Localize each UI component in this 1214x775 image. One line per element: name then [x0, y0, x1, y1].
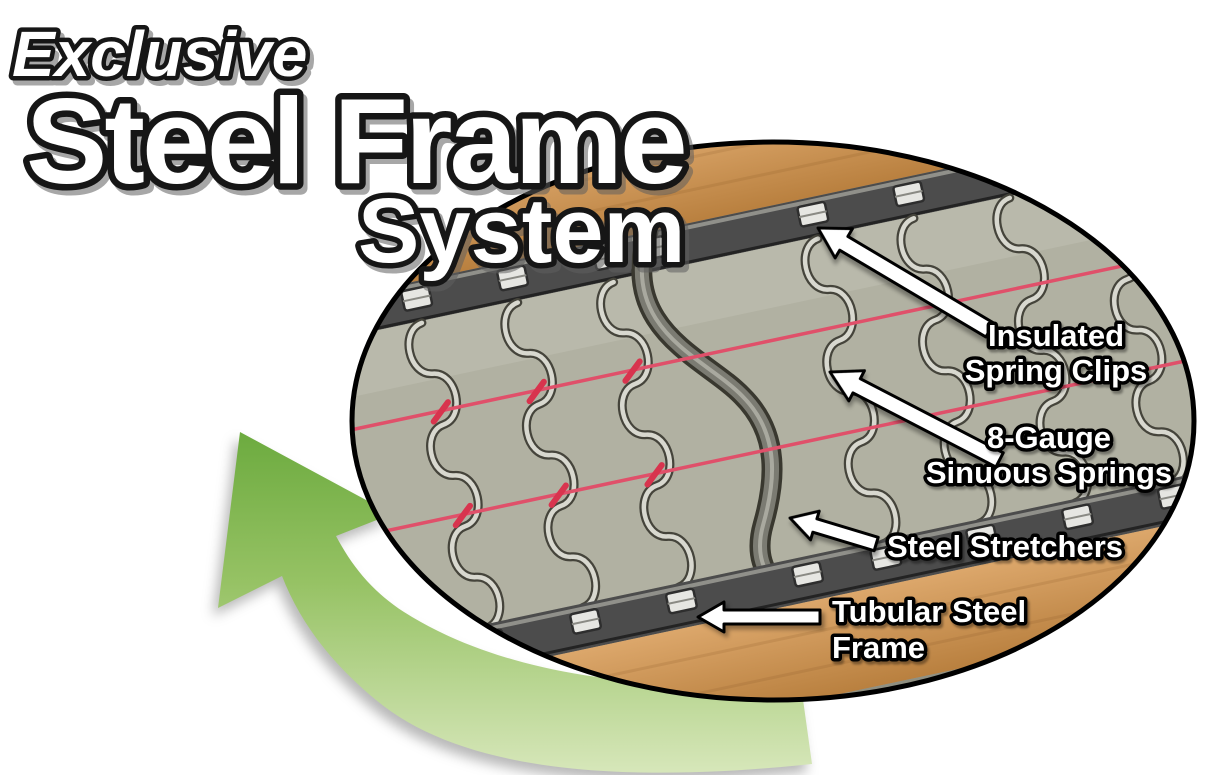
spring-clip-icon — [891, 179, 926, 208]
red-wire-tie — [452, 502, 474, 529]
spring-deck — [352, 142, 1194, 693]
photo-oval-border — [349, 139, 1197, 703]
spring-clip-icon — [1060, 502, 1095, 531]
spring-clips-pointer-arrow-icon — [816, 226, 996, 339]
spring-clip-icon — [399, 284, 434, 313]
callout-labels: Insulated Spring Clips 8-Gauge Sinuous S… — [829, 315, 1176, 669]
spring-clip-icon — [795, 200, 830, 229]
red-wire-tie — [526, 378, 547, 405]
tubular-frame-pointer-arrow-icon — [696, 600, 822, 634]
label-sinuous-springs-line2: Sinuous Springs — [926, 455, 1172, 490]
sinuous-springs-pointer-arrow-icon — [828, 369, 1005, 469]
label-tubular-steel-frame-line2: Frame — [832, 630, 925, 665]
red-wire-tie — [430, 399, 451, 425]
spring-clip-icon — [664, 587, 699, 615]
red-wire-tie — [644, 462, 665, 488]
headline-steel-frame: Steel Frame — [26, 73, 685, 209]
spring-clip-icon — [790, 560, 825, 589]
headline-system: System — [358, 180, 685, 282]
headline-exclusive: Exclusive — [12, 18, 307, 90]
spring-clip-icon — [568, 607, 603, 636]
headline: Exclusive Steel Frame System — [8, 14, 695, 288]
label-sinuous-springs-line1: 8-Gauge — [987, 420, 1111, 455]
label-steel-stretchers: Steel Stretchers — [887, 529, 1123, 564]
spring-clip-icon — [1083, 142, 1118, 168]
red-wire-tie — [548, 482, 569, 508]
red-wire-tie — [622, 358, 643, 384]
callout-arrows — [696, 226, 1005, 634]
label-insulated-spring-clips-line1: Insulated — [988, 318, 1124, 353]
label-insulated-spring-clips-line2: Spring Clips — [965, 353, 1148, 388]
label-tubular-steel-frame-line1: Tubular Steel — [832, 594, 1026, 629]
steel-stretchers-pointer-arrow-icon — [788, 509, 880, 553]
